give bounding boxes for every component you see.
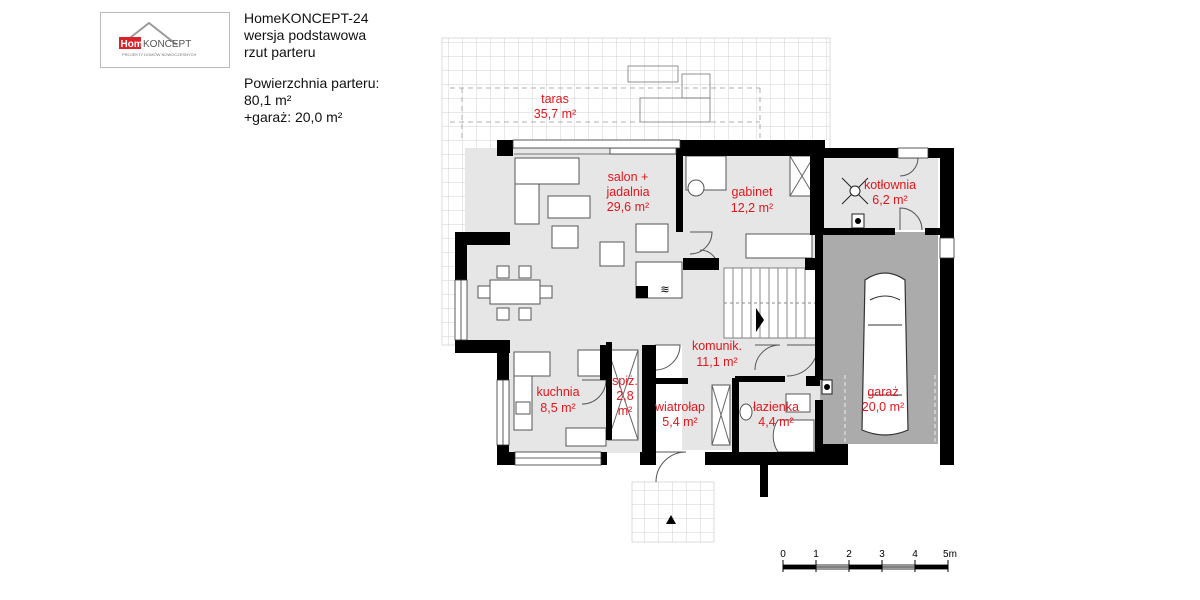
fixtures: ≋ xyxy=(477,153,936,453)
logo-brand-home: Home xyxy=(121,39,149,50)
company-logo: Home KONCEPT PROJEKTY DOMÓW NOWOCZESNYCH xyxy=(100,12,230,68)
label-spiz-area-2: m² xyxy=(618,404,633,418)
chair-icons xyxy=(477,265,553,321)
label-gabinet-name: gabinet xyxy=(731,185,773,199)
label-wiatrolap-area: 5,4 m² xyxy=(662,415,697,429)
label-salon-name-2: jadalnia xyxy=(605,185,649,199)
label-lazienka-name: łazienka xyxy=(753,400,799,414)
label-salon-name-1: salon + xyxy=(608,170,649,184)
fridge-icon xyxy=(513,351,551,377)
gabinet-sofa-icon xyxy=(745,233,813,259)
armchair-icon xyxy=(599,241,625,267)
area-value: 80,1 m² xyxy=(244,92,292,108)
project-version: wersja podstawowa xyxy=(244,27,367,43)
scale-tick-0: 0 xyxy=(780,549,786,560)
armchair-icon xyxy=(635,223,669,253)
label-lazienka-area: 4,4 m² xyxy=(758,415,793,429)
label-taras-name: taras xyxy=(541,92,569,106)
project-title: HomeKONCEPT-24 xyxy=(244,10,369,26)
sink-icon xyxy=(515,401,531,415)
label-spiz-area-1: 2,8 xyxy=(616,389,633,403)
project-view: rzut parteru xyxy=(244,44,316,60)
label-gabinet-area: 12,2 m² xyxy=(731,201,773,215)
label-komunik-name: komunik. xyxy=(692,339,742,353)
sofa-icon xyxy=(514,157,580,185)
armchair-icon xyxy=(551,225,579,249)
logo-tagline: PROJEKTY DOMÓW NOWOCZESNYCH xyxy=(122,52,196,57)
windows xyxy=(454,139,955,466)
scale-tick-5: 5m xyxy=(943,549,957,560)
desk-chair-icon xyxy=(687,179,705,197)
label-wiatrolap-name: wiatrołap xyxy=(654,400,705,414)
area-label: Powierzchnia parteru: xyxy=(244,75,380,91)
scale-tick-1: 1 xyxy=(813,549,819,560)
label-garaz-area: 20,0 m² xyxy=(862,400,904,414)
label-garaz-name: garaż xyxy=(867,385,898,399)
logo-brand-koncept: KONCEPT xyxy=(143,39,191,50)
sofa-arm-icon xyxy=(514,183,540,225)
scale-tick-4: 4 xyxy=(912,549,918,560)
label-taras-area: 35,7 m² xyxy=(534,107,576,121)
svg-text:≋: ≋ xyxy=(660,283,669,296)
boiler-icon xyxy=(841,177,869,205)
washbasin-icon xyxy=(785,393,811,413)
label-kotlownia-area: 6,2 m² xyxy=(872,193,907,207)
label-spiz-name: spiż. xyxy=(612,374,638,388)
project-info: HomeKONCEPT-24 wersja podstawowa rzut pa… xyxy=(244,10,379,126)
dining-table-icon xyxy=(489,279,541,305)
garage-area-value: +garaż: 20,0 m² xyxy=(244,109,343,125)
scale-tick-3: 3 xyxy=(879,549,885,560)
walls xyxy=(455,140,954,497)
label-salon-area: 29,6 m² xyxy=(607,200,649,214)
stove-icon xyxy=(565,427,607,447)
coffee-table-icon xyxy=(547,195,591,219)
label-kuchnia-area: 8,5 m² xyxy=(540,401,575,415)
label-kotlownia-name: kotłownia xyxy=(864,178,916,192)
toilet-icon xyxy=(739,403,753,421)
stairs xyxy=(723,267,817,339)
entrance-arrow-icon xyxy=(666,515,676,524)
scale-bar: 0 1 2 3 4 5m xyxy=(780,549,957,572)
kitchen-cabinet-icon xyxy=(577,349,605,377)
room-labels: taras 35,7 m² salon + jadalnia 29,6 m² g… xyxy=(534,92,916,429)
scale-tick-2: 2 xyxy=(846,549,852,560)
car-icon xyxy=(861,272,909,436)
label-kuchnia-name: kuchnia xyxy=(536,385,579,399)
label-komunik-area: 11,1 m² xyxy=(696,355,737,369)
